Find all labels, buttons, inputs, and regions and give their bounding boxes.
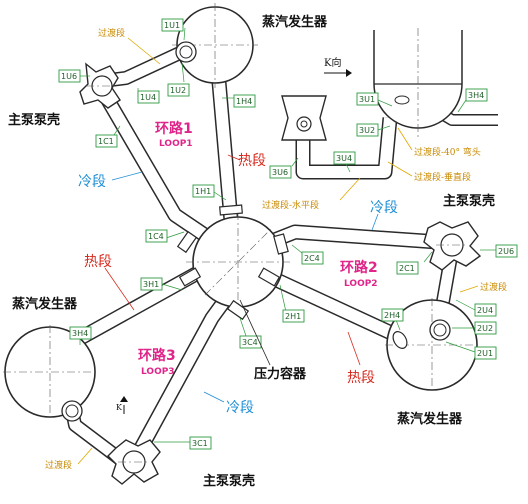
tag-3C4: 3C4 xyxy=(239,317,262,349)
detail-pump-casing xyxy=(281,95,327,141)
tag-1C1: 1C1 xyxy=(95,125,121,148)
svg-text:1U1: 1U1 xyxy=(164,21,180,30)
tag-2H1: 2H1 xyxy=(279,284,305,323)
label-hot-leg-loop3: 热段 xyxy=(84,254,112,270)
tag-3U6: 3U6 xyxy=(269,157,299,179)
label-crossover-loop2: 过渡段 xyxy=(480,281,507,293)
svg-text:3U2: 3U2 xyxy=(359,126,375,135)
tag-2C4: 2C4 xyxy=(291,244,324,265)
tag-3C1: 3C1 xyxy=(154,436,212,450)
svg-text:3H1: 3H1 xyxy=(143,280,159,289)
pump-casing-loop1 xyxy=(79,62,121,109)
vessels xyxy=(3,3,482,485)
svg-text:2U2: 2U2 xyxy=(477,324,493,333)
label-crossover-loop3: 过渡段 xyxy=(45,459,72,471)
label-loop2: 环路2 xyxy=(340,259,378,276)
tag-3U1: 3U1 xyxy=(356,92,393,107)
tag-1H1: 1H1 xyxy=(192,184,227,201)
tag-3H4-detail: 3H4 xyxy=(457,88,488,113)
tag-1H4: 1H4 xyxy=(222,94,256,108)
svg-text:1H1: 1H1 xyxy=(195,187,211,196)
label-hot-leg-loop1: 热段 xyxy=(238,153,266,169)
pump-casing-loop3 xyxy=(107,439,161,485)
label-cold-leg-loop2: 冷段 xyxy=(370,200,398,216)
label-crossover-loop1: 过渡段 xyxy=(98,27,125,39)
svg-text:3C4: 3C4 xyxy=(242,338,258,347)
tag-2U6: 2U6 xyxy=(480,244,518,258)
tag-3U2: 3U2 xyxy=(356,123,391,137)
tag-1U1: 1U1 xyxy=(161,18,186,41)
label-loop2-en: LOOP2 xyxy=(344,279,378,289)
label-reactor-vessel: 压力容器 xyxy=(254,366,307,382)
svg-text:1U4: 1U4 xyxy=(140,93,156,102)
label-loop1: 环路1 xyxy=(155,120,193,137)
tag-3H1: 3H1 xyxy=(140,277,183,291)
label-pump-loop1: 主泵泵壳 xyxy=(8,112,60,128)
tag-2U1: 2U1 xyxy=(445,341,497,360)
view-k-label: K向 xyxy=(324,56,341,69)
svg-text:2U4: 2U4 xyxy=(477,306,493,315)
text-labels: 蒸汽发生器 主泵泵壳 主泵泵壳 蒸汽发生器 压力容器 蒸汽发生器 主泵泵壳 环路… xyxy=(8,14,507,489)
tag-1C4: 1C4 xyxy=(145,229,185,243)
label-sg-loop3: 蒸汽发生器 xyxy=(12,296,78,312)
svg-text:1H4: 1H4 xyxy=(236,97,252,106)
svg-text:1U6: 1U6 xyxy=(61,72,77,81)
svg-text:3C1: 3C1 xyxy=(192,439,208,448)
svg-text:2H4: 2H4 xyxy=(384,311,400,320)
detail-steam-generator-bottom xyxy=(373,28,463,140)
component-tags: 1U1 1U2 1U4 1U6 1C1 1H4 1H1 1C4 2C4 2C1 … xyxy=(58,18,518,450)
svg-text:3U6: 3U6 xyxy=(272,168,288,177)
svg-text:3H4: 3H4 xyxy=(468,91,484,100)
label-pump-loop3: 主泵泵壳 xyxy=(203,473,255,489)
label-cold-leg-loop3: 冷段 xyxy=(226,400,254,416)
tag-3U4: 3U4 xyxy=(333,151,356,173)
svg-text:2H1: 2H1 xyxy=(285,312,301,321)
svg-text:2C1: 2C1 xyxy=(399,264,415,273)
label-detail-vertical: 过渡段-垂直段 xyxy=(414,171,471,183)
label-loop1-en: LOOP1 xyxy=(159,139,193,149)
steam-generator-loop3 xyxy=(4,326,96,418)
label-hot-leg-loop2: 热段 xyxy=(347,370,375,386)
label-loop3-en: LOOP3 xyxy=(141,367,175,377)
label-detail-horizontal: 过渡段-水平段 xyxy=(262,199,319,211)
svg-text:1U2: 1U2 xyxy=(170,86,186,95)
view-k-arrow: K向 xyxy=(324,56,352,77)
label-sg-loop2: 蒸汽发生器 xyxy=(397,411,463,427)
svg-text:3H4: 3H4 xyxy=(72,329,88,338)
svg-text:1C4: 1C4 xyxy=(148,232,164,241)
label-pump-loop2: 主泵泵壳 xyxy=(443,193,495,209)
svg-text:K: K xyxy=(116,403,123,412)
tag-1U4: 1U4 xyxy=(137,88,160,104)
tag-1U6: 1U6 xyxy=(58,69,90,83)
label-sg-loop1: 蒸汽发生器 xyxy=(262,14,328,30)
svg-text:3U4: 3U4 xyxy=(336,154,352,163)
tag-2U2: 2U2 xyxy=(452,321,497,335)
label-cold-leg-loop1: 冷段 xyxy=(78,174,106,190)
label-loop3: 环路3 xyxy=(138,347,176,364)
pump-casing-loop2 xyxy=(423,221,482,271)
view-k-arrow-small: K xyxy=(116,396,128,414)
tag-1U2: 1U2 xyxy=(167,62,190,97)
svg-text:3U1: 3U1 xyxy=(359,95,375,104)
svg-text:2C4: 2C4 xyxy=(304,254,320,263)
tag-3H4: 3H4 xyxy=(69,326,92,345)
tag-2H4: 2H4 xyxy=(381,308,404,331)
svg-text:1C1: 1C1 xyxy=(98,137,114,146)
label-detail-elbow: 过渡段-40° 弯头 xyxy=(414,146,481,158)
svg-text:2U1: 2U1 xyxy=(477,349,493,358)
tag-2U4: 2U4 xyxy=(455,299,497,317)
tag-2C1: 2C1 xyxy=(396,251,433,275)
svg-text:2U6: 2U6 xyxy=(498,247,514,256)
